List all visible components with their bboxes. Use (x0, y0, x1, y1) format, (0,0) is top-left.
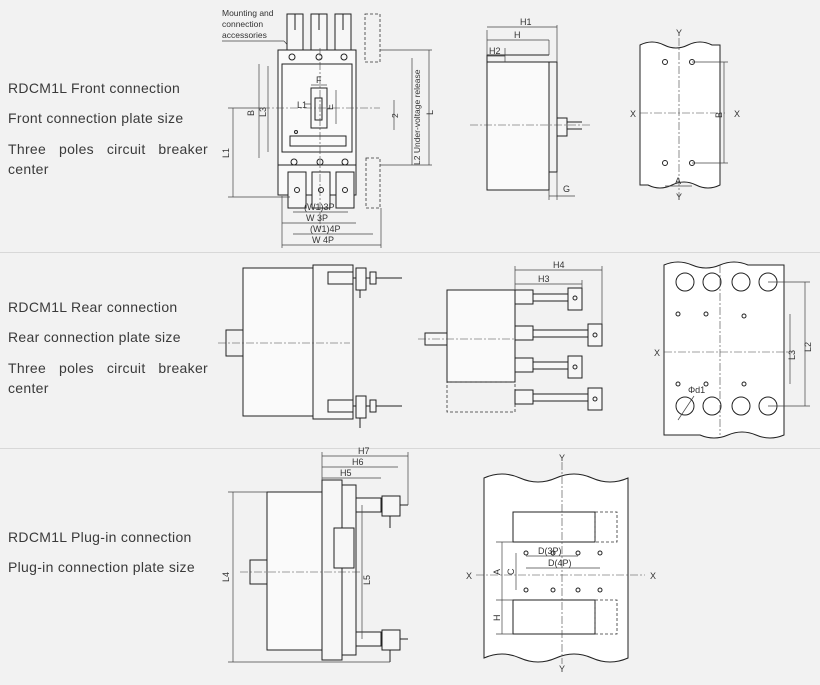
plugin-dim-L5: L5 (362, 575, 372, 585)
dim-F: F (316, 75, 322, 85)
dim-E: E (325, 104, 335, 110)
cutout-B: B (714, 112, 724, 118)
plugin-X-right: X (650, 571, 656, 581)
dim-L: L (425, 110, 435, 115)
dim-uv-2: 2 (390, 113, 400, 118)
dim-W1-4P: (W1)4P (310, 224, 341, 234)
dim-H: H (514, 30, 521, 40)
dim-B: B (246, 110, 256, 116)
rear-title: RDCM1L Rear connection (8, 299, 178, 315)
front-cutout-drawing: Y Y X X B A (630, 28, 740, 202)
rear-dim-L3: L3 (787, 350, 797, 360)
rear-plate-size: Rear connection plate size (8, 329, 181, 345)
plugin-plate-size: Plug-in connection plate size (8, 559, 195, 575)
rear-top-drawing: H4 H3 (418, 260, 603, 413)
dim-L1-left: L1 (221, 148, 231, 158)
dim-L3: L3 (258, 107, 268, 117)
plugin-dim-H6: H6 (352, 457, 364, 467)
dim-W1-3P: (W1)3P (304, 202, 335, 212)
cutout-Y-bottom: Y (676, 192, 682, 202)
plugin-title: RDCM1L Plug-in connection (8, 529, 192, 545)
dim-L1: L1 (297, 100, 307, 110)
front-center: Three poles circuit breaker center (8, 141, 208, 177)
plugin-X-left: X (466, 571, 472, 581)
cutout-X-left: X (630, 109, 636, 119)
rear-cutout-drawing: X L3 L2 Φd1 (654, 261, 813, 439)
plugin-dim-H: H (492, 615, 502, 622)
plugin-D3P: D(3P) (538, 546, 562, 556)
plugin-dim-H5: H5 (340, 468, 352, 478)
rear-dim-H3: H3 (538, 274, 550, 284)
plugin-dim-H7: H7 (358, 446, 370, 456)
cutout-Y-top: Y (676, 28, 682, 38)
dim-H1: H1 (520, 17, 532, 27)
rear-center: Three poles circuit breaker center (8, 360, 208, 396)
cutout-A: A (675, 176, 681, 186)
plugin-dim-A: A (492, 569, 502, 575)
dim-W-4P: W 4P (312, 235, 334, 245)
rear-dim-H4: H4 (553, 260, 565, 270)
dim-L2-uv: L2 Under-voltage release (412, 69, 422, 165)
plugin-dim-L4: L4 (221, 572, 231, 582)
front-plate-size: Front connection plate size (8, 110, 184, 126)
dim-H2: H2 (489, 46, 501, 56)
plugin-side-drawing: L4 L5 H7 H6 H5 (221, 446, 409, 663)
callout-line-2: connection (222, 19, 263, 29)
cutout-X-right: X (734, 109, 740, 119)
rear-X: X (654, 348, 660, 358)
plugin-cutout-drawing: Y Y X X D(3P) D(4P) A C H (466, 453, 656, 674)
plugin-Y-bottom: Y (559, 664, 565, 674)
rear-dim-d1: Φd1 (688, 385, 705, 395)
row-divider (0, 252, 820, 253)
plugin-Y-top: Y (559, 453, 565, 463)
callout-line-1: Mounting and (222, 8, 274, 18)
front-side-drawing: H1 H H2 G (470, 17, 590, 200)
rear-dim-L2: L2 (803, 342, 813, 352)
rear-side-drawing (218, 264, 402, 428)
dim-G: G (563, 184, 570, 194)
front-title: RDCM1L Front connection (8, 80, 181, 96)
plugin-dim-C: C (506, 568, 516, 575)
dim-W-3P: W 3P (306, 213, 328, 223)
callout-line-3: accessories (222, 30, 267, 40)
plugin-D4P: D(4P) (548, 558, 572, 568)
front-view-drawing: Mounting and connection accessories F L1 (221, 8, 435, 248)
row-divider (0, 448, 820, 449)
